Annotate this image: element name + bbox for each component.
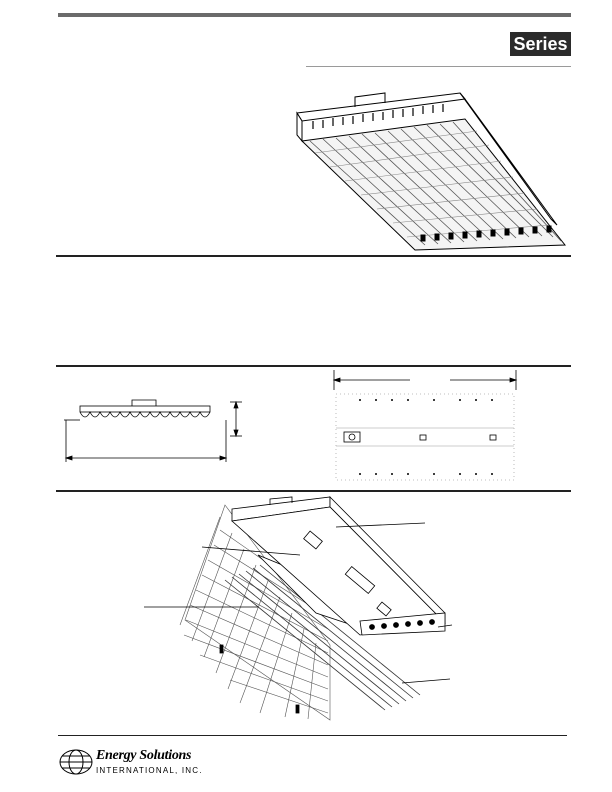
footer-rule [58,735,567,736]
high-bay-fixture-illustration [296,92,567,251]
section-rule-2 [56,365,571,367]
globe-logo-icon [59,749,93,775]
section-rule-3 [56,490,571,492]
fixture-exploded-view-drawing [144,496,453,721]
logo-name: Energy Solutions [96,748,192,763]
fixture-plan-view-drawing [332,370,518,481]
logo-subtitle: INTERNATIONAL, INC. [96,766,203,775]
fixture-side-elevation-drawing [64,399,242,462]
series-badge: Series [510,32,571,56]
header-divider [306,66,571,67]
top-rule [58,13,571,17]
section-rule-1 [56,255,571,257]
